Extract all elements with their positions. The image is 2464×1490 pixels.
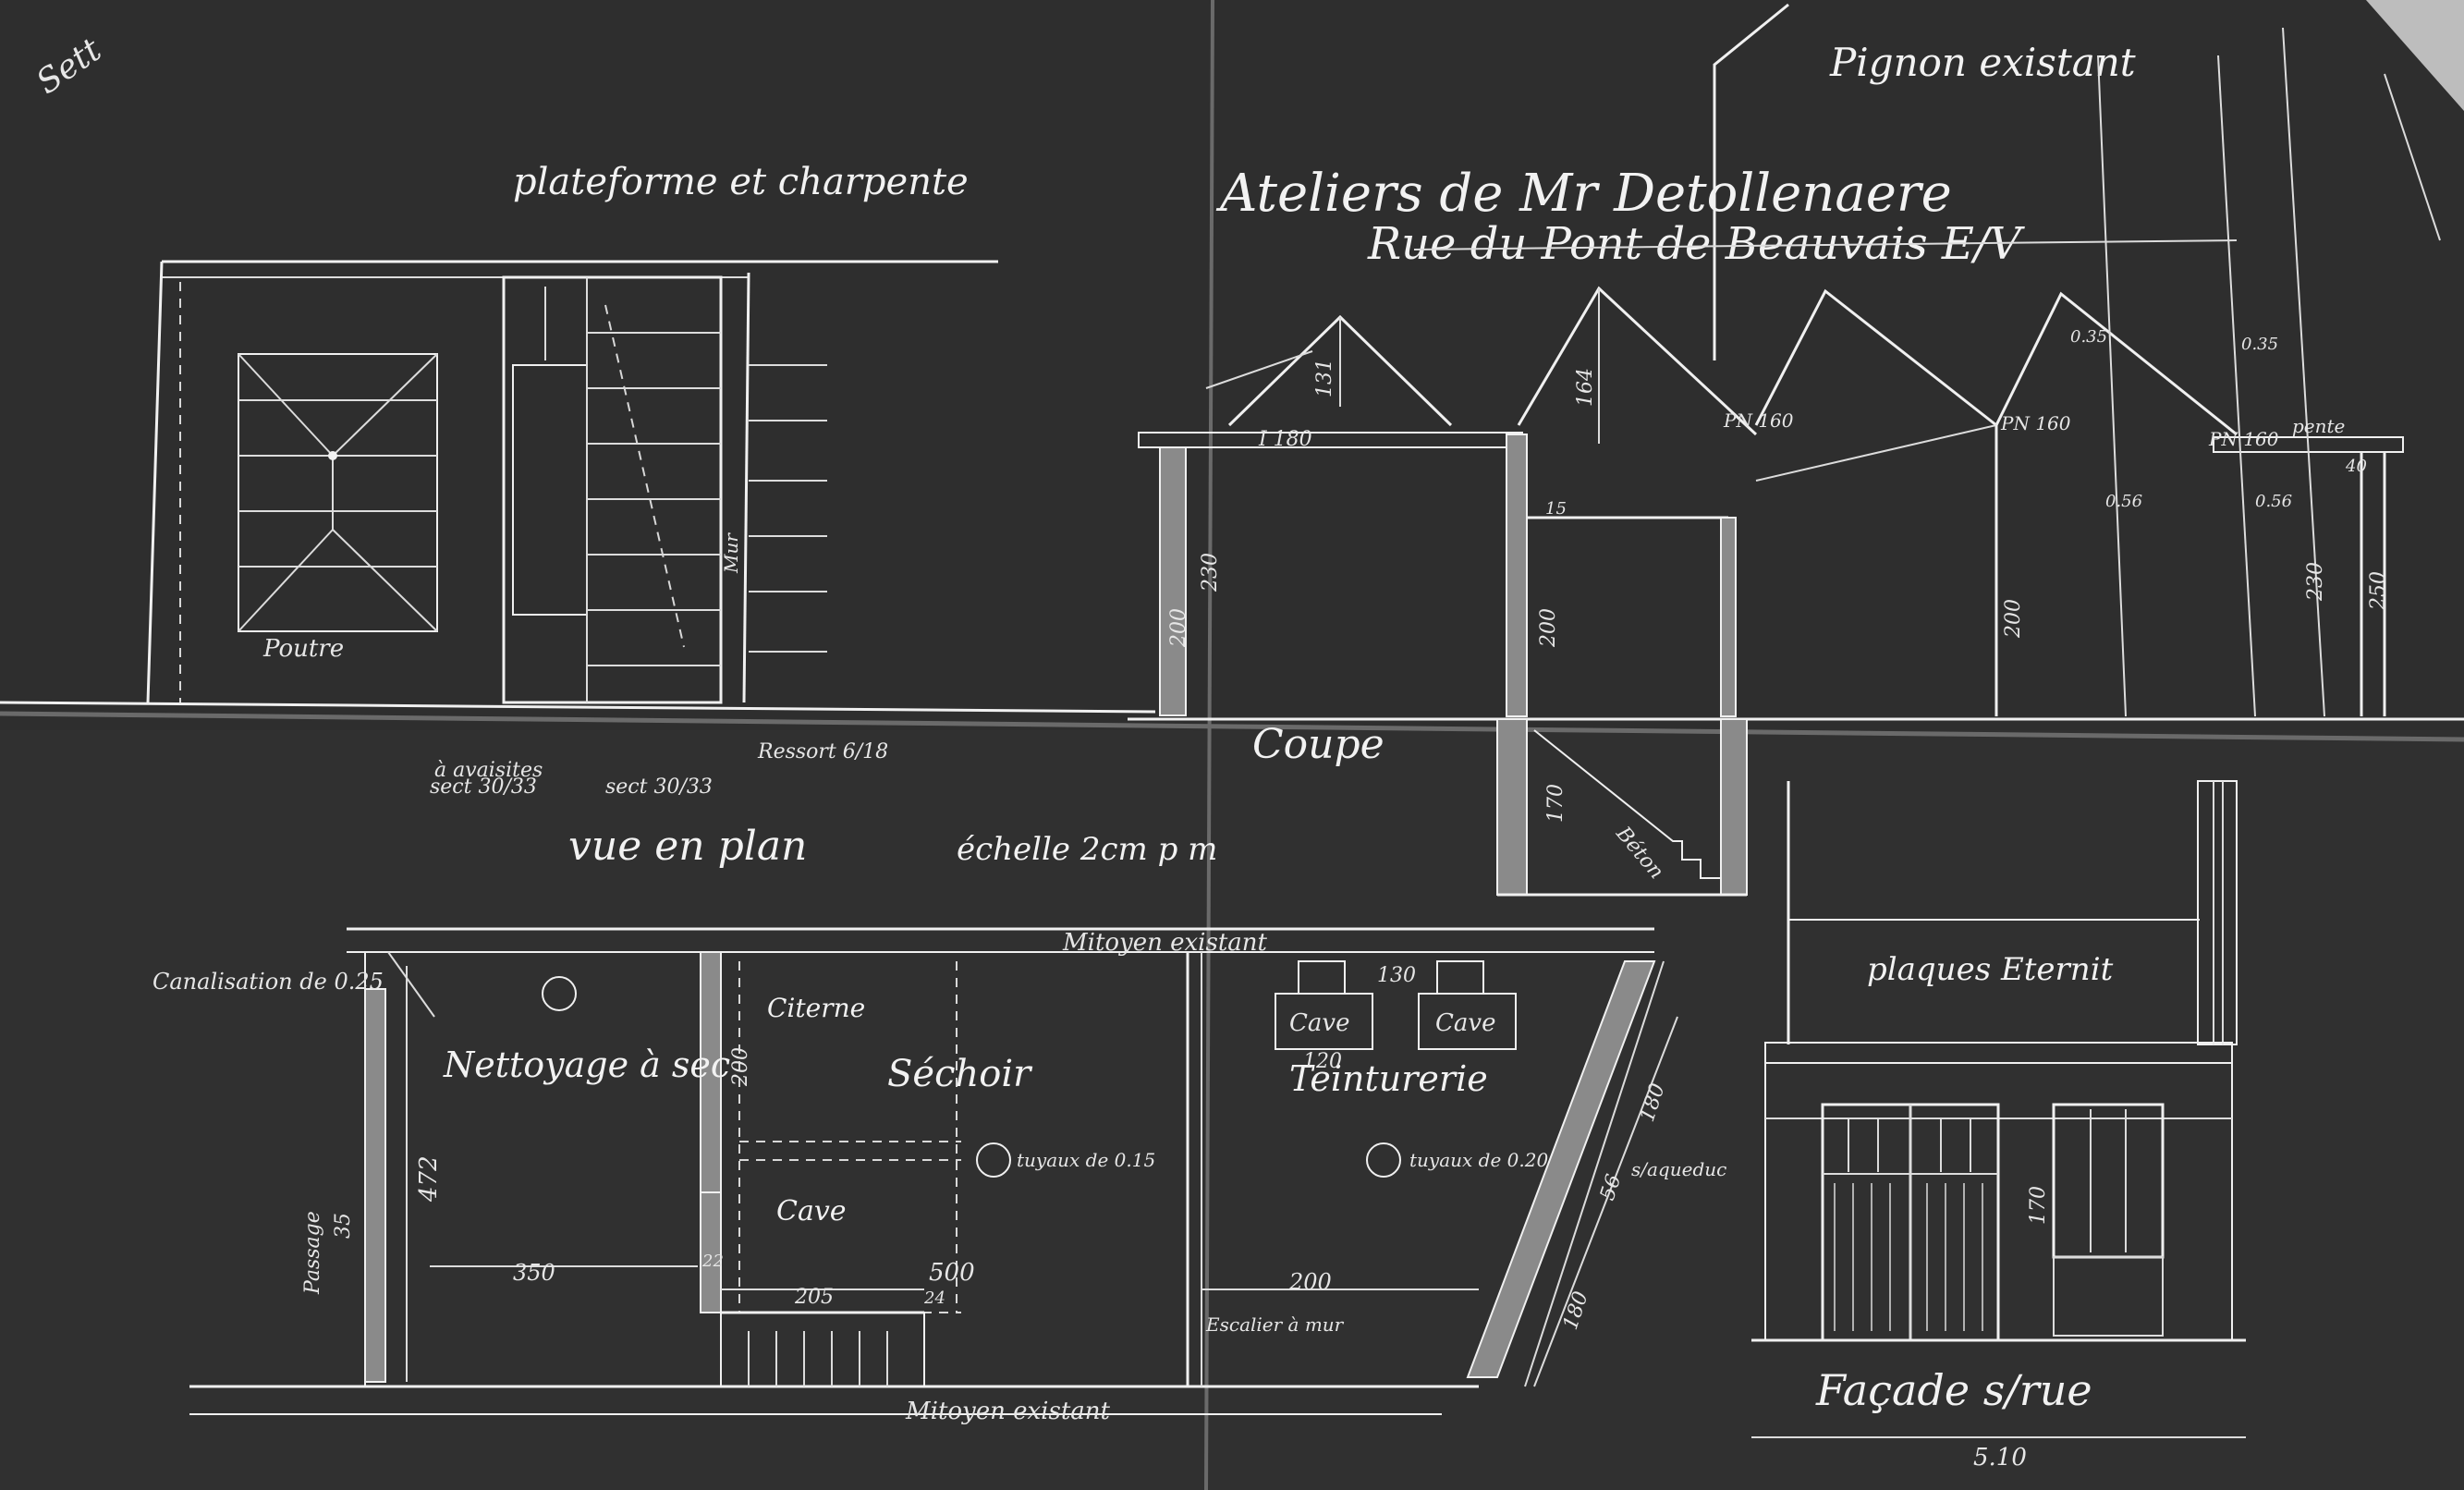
label-dim-205: 205 [794,1286,834,1309]
section-coupe [1128,3,2464,897]
label-cave-2: Cave [1435,1009,1495,1037]
label-mitoyen-bottom: Mitoyen existant [905,1398,1111,1425]
title-gable: Pignon existant [1829,40,2136,85]
label-056b: 0.56 [2255,492,2292,511]
label-200c: 200 [2002,599,2025,639]
label-escalier: Escalier à mur [1205,1313,1345,1336]
floor-plan [189,927,1678,1415]
label-dim-472: 472 [415,1155,443,1203]
label-cave-main: Cave [776,1195,847,1227]
torn-corner [2366,0,2464,111]
label-dim-200-vertical: 200 [729,1047,752,1087]
note-ressort: Ressort 6/18 [757,740,888,763]
label-170: 170 [1544,784,1567,823]
label-dim-130: 130 [1377,964,1416,987]
label-passage: Passage [301,1211,324,1295]
label-230a: 230 [1199,553,1222,592]
label-citerne: Citerne [767,993,865,1023]
label-dim-35: 35 [332,1213,355,1239]
label-facade-170: 170 [2027,1186,2050,1225]
title-scale: échelle 2cm p m [957,831,1217,868]
label-40: 40 [2345,457,2367,476]
label-aqueduc: s/aqueduc [1631,1158,1726,1180]
label-dim-24: 24 [923,1288,945,1308]
label-h164: 164 [1574,368,1597,407]
facade-elevation [1751,780,2246,1438]
label-facade-510: 5.10 [1973,1444,2027,1472]
label-dim-500: 500 [929,1259,975,1287]
note-sect-a: sect 30/33 [430,776,537,799]
title-facade: Façade s/rue [1815,1365,2092,1415]
title-section: Coupe [1252,721,1384,768]
label-pn160-b: PN 160 [2000,412,2071,434]
label-035b: 0.35 [2241,335,2278,354]
label-pn160-c: PN 160 [2208,428,2279,450]
label-eternit: plaques Eternit [1867,951,2114,988]
label-mitoyen-top: Mitoyen existant [1062,929,1268,957]
title-workshop: Ateliers de Mr Detollenaere [1215,164,1952,224]
label-cave-1: Cave [1289,1009,1349,1037]
label-dim-22: 22 [701,1252,724,1271]
label-pente: pente [2292,415,2345,437]
note-poutre: Poutre [262,635,344,663]
label-h131: 131 [1313,359,1336,397]
label-sechoir: Séchoir [887,1053,1033,1095]
note-sect-b: sect 30/33 [605,776,713,799]
label-15: 15 [1545,499,1567,519]
title-platform: plateforme et charpente [513,161,969,203]
label-cave-dim: 120 [1303,1050,1342,1073]
label-056a: 0.56 [2105,492,2142,511]
title-plan-view: vue en plan [568,823,807,870]
label-i180: I 180 [1258,428,1312,451]
label-tuyaux-2: tuyaux de 0.20 [1409,1149,1548,1171]
label-tuyaux-1: tuyaux de 0.15 [1017,1149,1155,1171]
label-teinturerie: Teinturerie [1289,1058,1488,1099]
note-mur: Mur [720,532,742,574]
fold-vertical [1204,0,1214,1490]
label-250: 250 [2367,571,2390,611]
label-nettoyage: Nettoyage à sec [443,1044,730,1085]
label-200a: 200 [1167,608,1190,648]
label-200b: 200 [1537,608,1560,648]
label-pn160-a: PN 160 [1723,409,1794,432]
label-dim-200: 200 [1288,1269,1332,1295]
platform-elevation [0,260,1156,714]
label-035a: 0.35 [2070,327,2107,347]
label-230b: 230 [2304,562,2327,602]
label-canalisation: Canalisation de 0.25 [152,969,384,995]
label-dim-350: 350 [513,1260,555,1286]
note-avaisites: à avaisites [434,759,543,782]
fold-horizontal [0,711,2464,742]
